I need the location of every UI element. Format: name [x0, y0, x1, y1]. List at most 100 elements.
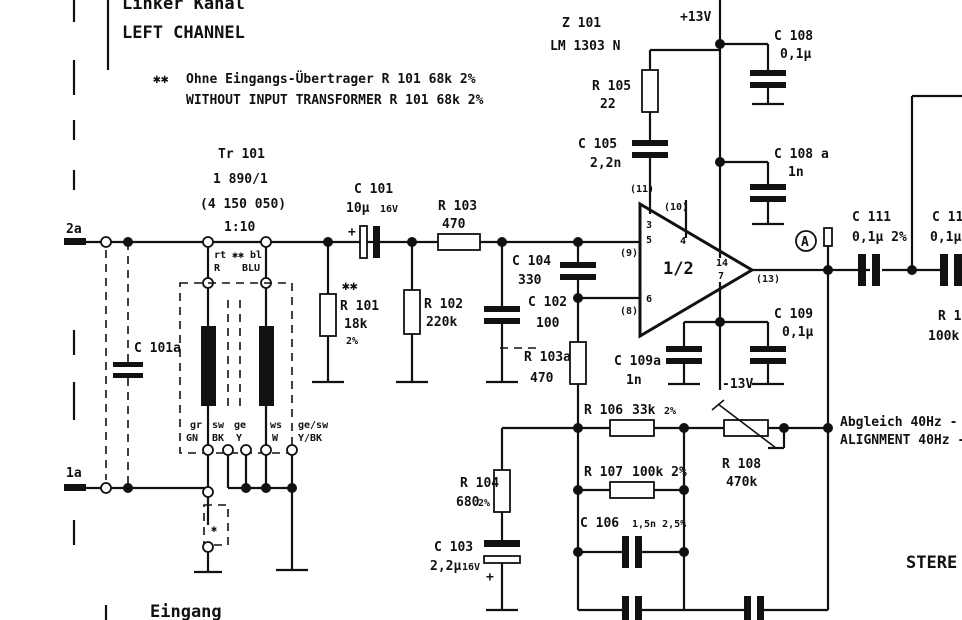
test-point-a-label: A — [801, 235, 809, 250]
c109a-val: 1n — [626, 373, 642, 388]
r103a-body — [569, 341, 587, 385]
terminal-1a-label: 1a — [66, 466, 82, 481]
node-open — [260, 444, 272, 456]
r102-ref: R 102 — [424, 297, 463, 312]
c103-plus: + — [486, 570, 494, 585]
node — [679, 485, 689, 495]
tr-bl: bl — [250, 250, 262, 261]
ic-pin4: 4 — [680, 236, 686, 247]
ic-p13: (13) — [756, 274, 780, 285]
r108-body — [723, 419, 769, 437]
ic-pin5: 5 — [646, 235, 652, 246]
pin-ge: ge — [234, 420, 246, 431]
tr-winding — [201, 326, 216, 406]
node-open — [286, 444, 298, 456]
pin-sw: sw — [212, 420, 225, 431]
c104-ref: C 104 — [512, 254, 551, 269]
r105-val: 22 — [600, 97, 616, 112]
c109-plate — [750, 358, 786, 364]
tr-winding — [259, 326, 274, 406]
input-label: Eingang — [150, 602, 222, 620]
pin-ws: ws — [270, 420, 282, 431]
r108-val: 470k — [726, 475, 757, 490]
ic-half: 1/2 — [663, 259, 694, 279]
r103a-val: 470 — [530, 371, 554, 386]
link-box — [203, 504, 229, 546]
r108-arrow — [711, 399, 725, 411]
c111-val: 0,1µ 2% — [852, 230, 907, 245]
c108-val: 0,1µ — [780, 47, 811, 62]
r105-ref: R 105 — [592, 79, 631, 94]
c103-v: 16V — [462, 562, 480, 573]
node — [679, 547, 689, 557]
node-open — [202, 444, 214, 456]
c109a-plate — [666, 346, 702, 352]
node — [573, 423, 583, 433]
c101-v: 16V — [380, 204, 398, 215]
ic-pin7: 7 — [718, 271, 724, 282]
node-open — [240, 444, 252, 456]
node-open — [222, 444, 234, 456]
c101a-plate — [113, 373, 143, 378]
note-marker: ✱✱ — [153, 72, 169, 87]
cap-plate — [635, 596, 642, 620]
c108a-plate — [750, 196, 786, 202]
node — [287, 483, 297, 493]
supply-neg: -13V — [722, 377, 753, 392]
c105-plate — [632, 152, 668, 158]
tr-rt: rt — [214, 250, 226, 261]
c101-plate — [359, 225, 368, 259]
tr-star: ✱✱ — [232, 250, 244, 261]
r106-body — [609, 419, 655, 437]
r106-ref: R 106 — [584, 403, 623, 418]
r101-tol: 2% — [346, 336, 358, 347]
pin-gn: gr — [190, 420, 202, 431]
node-open — [100, 236, 112, 248]
c108a-val: 1n — [788, 165, 804, 180]
c109a-plate — [666, 358, 702, 364]
ic-p10: (10) — [664, 202, 688, 213]
link-star: ✱ — [211, 524, 217, 535]
c105-plate — [632, 140, 668, 146]
ic-ref: Z 101 — [562, 16, 601, 31]
r104-tol: 2% — [478, 498, 490, 509]
terminal-1a — [64, 484, 86, 491]
ic-pin6: 6 — [646, 294, 652, 305]
r105-body — [641, 69, 659, 113]
tr-blu: BLU — [242, 263, 260, 274]
title-de: Linker Kanal — [122, 0, 245, 14]
test-point — [823, 227, 833, 247]
tr101-order: (4 150 050) — [200, 197, 286, 212]
c106-plate — [622, 536, 629, 568]
cap-plate — [744, 596, 751, 620]
c106-val: 1,5n 2,5% — [632, 519, 686, 530]
r103-body — [437, 233, 481, 251]
c101-ref: C 101 — [354, 182, 393, 197]
c11x-plate — [954, 254, 962, 286]
tr101-ratio: 1:10 — [224, 220, 255, 235]
ic-p9: (9) — [620, 248, 638, 259]
title-en: LEFT CHANNEL — [122, 23, 245, 43]
note-en: WITHOUT INPUT TRANSFORMER R 101 68k 2% — [186, 93, 484, 108]
c11x-ref: C 11 — [932, 210, 962, 225]
pin-gesw: ge/sw — [298, 420, 329, 431]
c109-val: 0,1µ — [782, 325, 813, 340]
ic-pin14: 14 — [716, 258, 728, 269]
c111-ref: C 111 — [852, 210, 891, 225]
ic-p11: (11) — [630, 184, 654, 195]
r107-ref: R 107 — [584, 465, 623, 480]
pin-gn2: GN — [186, 433, 198, 444]
r102-body — [403, 289, 421, 335]
r1x-val: 100k — [928, 329, 959, 344]
node — [823, 423, 833, 433]
c102-plate — [484, 306, 520, 312]
stereo-label: STERE — [906, 553, 957, 573]
c106-plate — [635, 536, 642, 568]
c101-plate — [373, 226, 380, 258]
node-open — [202, 236, 214, 248]
node-open — [202, 541, 214, 553]
c106-ref: C 106 — [580, 516, 619, 531]
r101-val: 18k — [344, 317, 368, 332]
r107-val: 100k 2% — [632, 465, 687, 480]
